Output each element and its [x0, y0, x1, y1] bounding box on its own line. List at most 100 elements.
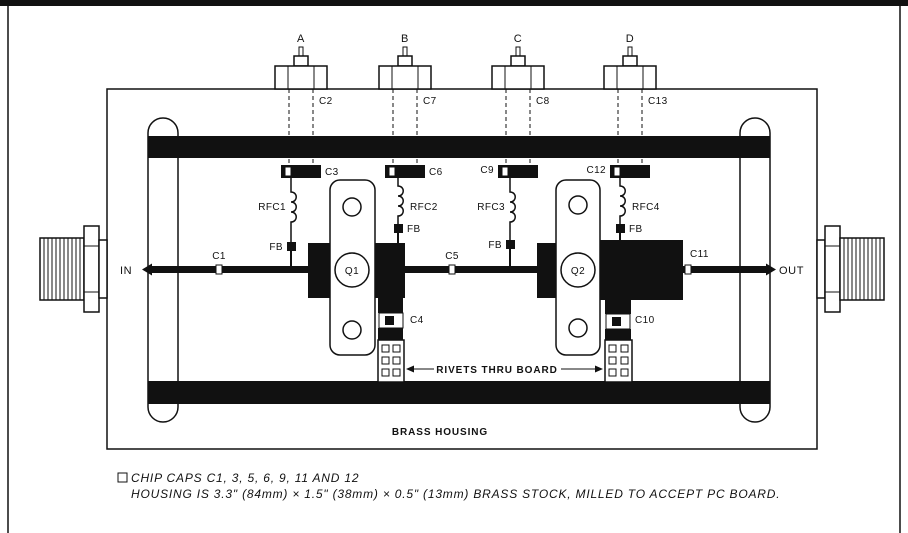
input-connector-thread — [39, 237, 85, 301]
feedthrough-cap-c2-label: C2 — [319, 96, 333, 107]
terminal-a-label: A — [297, 33, 305, 45]
terminal-d-label: D — [626, 33, 635, 45]
rivet — [381, 368, 390, 377]
rivet — [620, 344, 629, 353]
rf-signal-path: IN OUT C1 C5 — [120, 251, 804, 277]
rf-choke-rfc4-label: RFC4 — [632, 202, 660, 213]
terminal-b-pin — [402, 46, 408, 57]
rivets-arrow-left-head — [406, 365, 414, 373]
input-connector-body — [98, 239, 108, 299]
housing-label: BRASS HOUSING — [392, 427, 488, 438]
bias-line-d: D C13 C12 RFC4 FB — [586, 33, 667, 241]
bottom-ground-bar — [148, 381, 770, 404]
ferrite-bead-d — [616, 224, 625, 233]
rf-choke-rfc3 — [509, 178, 516, 240]
output-connector-nut — [824, 225, 841, 313]
q2-collector-pad — [600, 240, 683, 300]
chip-cap-c9-label: C9 — [480, 165, 494, 176]
chip-cap-c12-chip — [613, 166, 621, 177]
rivets-callout: RIVETS THRU BOARD — [406, 365, 603, 376]
bias-line-b: B C7 C6 RFC2 FB — [378, 33, 443, 244]
feedthrough-cap-c8-label: C8 — [536, 96, 550, 107]
rf-choke-rfc4 — [619, 178, 626, 224]
chip-cap-c9-chip — [501, 166, 509, 177]
rf-choke-rfc1-label: RFC1 — [258, 202, 286, 213]
terminal-d-nut — [603, 65, 657, 90]
ferrite-bead-b-label: FB — [407, 224, 421, 235]
q1-base-pad — [308, 243, 332, 298]
rivet — [392, 368, 401, 377]
q2-mounting-hole-top — [568, 195, 588, 215]
transistor-q1-stage: Q1 C4 — [308, 179, 424, 383]
input-connector-nut — [83, 225, 100, 313]
input-connector — [39, 225, 108, 313]
output-connector-thread — [839, 237, 885, 301]
terminal-b-pin-base — [397, 55, 413, 67]
rf-choke-rfc3-label: RFC3 — [477, 202, 505, 213]
chip-cap-c6-chip — [388, 166, 396, 177]
emitter-cap-c4-label: C4 — [410, 315, 424, 326]
rivet — [620, 368, 629, 377]
output-connector-thread-ridges — [843, 238, 881, 300]
q1-emitter-trace-lower — [378, 328, 403, 340]
q1-collector-pad — [375, 243, 405, 298]
terminal-c-nut — [491, 65, 545, 90]
rf-choke-rfc2-label: RFC2 — [410, 202, 438, 213]
terminal-b-nut — [378, 65, 432, 90]
ferrite-bead-b — [394, 224, 403, 233]
frame-top-rule — [0, 0, 908, 6]
ferrite-bead-c — [506, 240, 515, 249]
emitter-cap-c10-chip — [612, 317, 621, 326]
q2-emitter-trace — [605, 299, 631, 314]
chip-cap-c6-label: C6 — [429, 167, 443, 178]
top-ground-bar — [148, 136, 770, 158]
rivet — [608, 368, 617, 377]
q1-rivets — [381, 344, 401, 377]
output-connector — [816, 225, 885, 313]
legend-chip-caps-note: CHIP CAPS C1, 3, 5, 6, 9, 11 AND 12 — [131, 471, 359, 485]
rivet — [392, 344, 401, 353]
q2-base-pad — [537, 243, 559, 298]
q2-emitter-trace-lower — [605, 329, 631, 340]
terminal-c-label: C — [514, 33, 523, 45]
q1-mounting-hole-top — [342, 197, 362, 217]
q2-package — [560, 252, 596, 288]
output-connector-body — [816, 239, 826, 299]
q2-label: Q2 — [571, 266, 585, 277]
ferrite-bead-d-label: FB — [629, 224, 643, 235]
rf-choke-rfc2 — [397, 178, 404, 224]
q2-mounting-hole-bottom — [568, 318, 588, 338]
feedthrough-cap-c7-label: C7 — [423, 96, 437, 107]
rivet — [381, 356, 390, 365]
terminal-d-pin-base — [622, 55, 638, 67]
legend: CHIP CAPS C1, 3, 5, 6, 9, 11 AND 12 HOUS… — [117, 471, 780, 501]
rivet — [392, 356, 401, 365]
coupling-cap-c5-label: C5 — [445, 251, 459, 262]
emitter-cap-c10-label: C10 — [635, 315, 655, 326]
rivets-label: RIVETS THRU BOARD — [436, 365, 557, 376]
terminal-a-nut — [274, 65, 328, 90]
q1-mounting-hole-bottom — [342, 320, 362, 340]
terminal-c-pin-base — [510, 55, 526, 67]
input-arrowhead — [142, 263, 152, 276]
terminal-a-pin — [298, 46, 304, 57]
ferrite-bead-c-label: FB — [488, 240, 502, 251]
feedthrough-cap-c13-label: C13 — [648, 96, 668, 107]
terminal-b-label: B — [401, 33, 409, 45]
terminal-a-pin-base — [293, 55, 309, 67]
coupling-cap-c5 — [448, 264, 456, 275]
coupling-cap-c11 — [684, 264, 692, 275]
terminal-d-pin — [627, 46, 633, 57]
legend-housing-note: HOUSING IS 3.3" (84mm) × 1.5" (38mm) × 0… — [131, 487, 780, 501]
chip-cap-c3-label: C3 — [325, 167, 339, 178]
rivet — [381, 344, 390, 353]
ferrite-bead-a — [287, 242, 296, 251]
chip-cap-c3-chip — [284, 166, 292, 177]
q1-label: Q1 — [345, 266, 359, 277]
rivets-arrow-right-head — [595, 365, 603, 373]
rivet — [608, 356, 617, 365]
output-label: OUT — [779, 265, 804, 277]
coupling-cap-c1-label: C1 — [212, 251, 226, 262]
emitter-cap-c4-chip — [385, 316, 394, 325]
